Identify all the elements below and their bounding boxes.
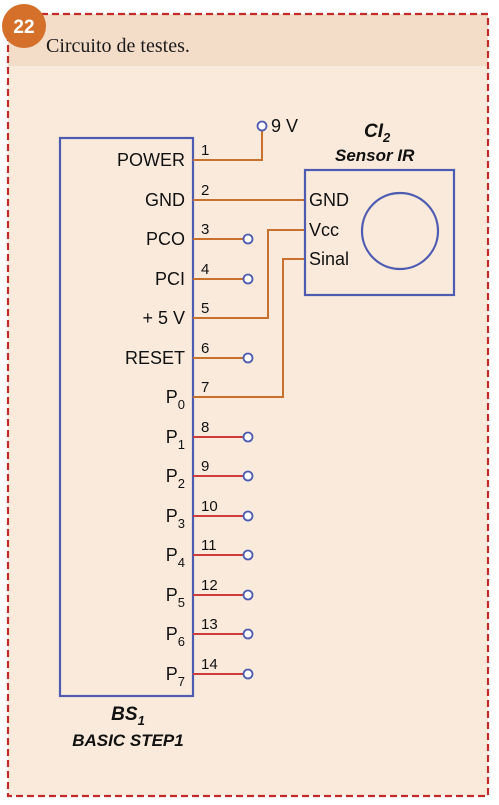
board-pin-number: 12 xyxy=(201,577,218,594)
dashed-frame xyxy=(6,12,490,798)
board-pin-label: + 5 V xyxy=(142,308,185,328)
board-pin-label-sub: 4 xyxy=(178,555,185,570)
board-ref: BS1 xyxy=(111,704,145,728)
board-pin-label-text: + 5 V xyxy=(142,308,185,328)
board-pin-number: 1 xyxy=(201,142,209,159)
pin-terminal xyxy=(242,549,254,561)
board-pin-label-sub: 2 xyxy=(178,476,185,491)
board-pin-label-text: P xyxy=(166,427,178,447)
board-pin-label: P7 xyxy=(166,664,185,689)
sensor-name: Sensor IR xyxy=(335,146,415,165)
sensor-pin-gnd: GND xyxy=(309,190,349,210)
board-pin-label-text: P xyxy=(166,387,178,407)
board-pin-label-sub: 0 xyxy=(178,397,185,412)
pin-terminal xyxy=(242,510,254,522)
figure-number: 22 xyxy=(13,17,34,38)
board-pin-label-text: P xyxy=(166,466,178,486)
supply-label: 9 V xyxy=(271,116,298,136)
board-pin-label: P1 xyxy=(166,427,185,452)
board-pin-number: 5 xyxy=(201,300,209,317)
board-pin-label: POWER xyxy=(117,150,185,170)
board-pin-label: P5 xyxy=(166,585,185,610)
board-pin-label-text: POWER xyxy=(117,150,185,170)
board-pin-number: 7 xyxy=(201,379,209,396)
pin-terminal xyxy=(242,233,254,245)
board-pin-label: PCO xyxy=(146,229,185,249)
board-pin-label: RESET xyxy=(125,348,185,368)
board-pin-number: 9 xyxy=(201,458,209,475)
supply-terminal xyxy=(256,120,268,132)
board-pin-label-sub: 1 xyxy=(178,437,185,452)
sensor-pin-vcc: Vcc xyxy=(309,220,339,240)
board-ref-sub: 1 xyxy=(138,713,145,728)
board-pin-number: 14 xyxy=(201,656,218,673)
board-pin-label-sub: 3 xyxy=(178,516,185,531)
pin-terminal xyxy=(242,668,254,680)
pin-terminal xyxy=(242,628,254,640)
sensor-ref: CI2 xyxy=(364,121,391,145)
board-pin-number: 2 xyxy=(201,182,209,199)
pin-terminal xyxy=(242,431,254,443)
sensor-ref-sub: 2 xyxy=(382,130,391,145)
pin-terminal xyxy=(242,352,254,364)
wire-sinal xyxy=(193,258,305,398)
figure-number-badge xyxy=(2,4,46,48)
sensor-ir-box xyxy=(303,168,456,297)
board-pin-label-sub: 7 xyxy=(178,674,185,689)
sensor-lens xyxy=(360,191,440,271)
board-pin-label-text: PCI xyxy=(155,269,185,289)
board-name: BASIC STEP1 xyxy=(72,731,183,750)
board-pin-number: 4 xyxy=(201,261,209,278)
figure-title: Circuito de testes. xyxy=(46,35,190,57)
pin-terminal xyxy=(242,470,254,482)
board-pin-number: 6 xyxy=(201,340,209,357)
basic-step-board xyxy=(58,136,195,698)
wire-vcc xyxy=(193,229,305,319)
board-pin-label-text: P xyxy=(166,664,178,684)
wire-power-9v xyxy=(193,131,263,161)
board-pin-number: 10 xyxy=(201,498,218,515)
board-pin-label: GND xyxy=(145,190,185,210)
board-pin-label: P3 xyxy=(166,506,185,531)
board-pin-label-text: P xyxy=(166,545,178,565)
pin-terminal xyxy=(242,589,254,601)
title-band xyxy=(8,14,488,66)
board-pin-label: P4 xyxy=(166,545,185,570)
board-pin-number: 8 xyxy=(201,419,209,436)
board-pin-label-text: GND xyxy=(145,190,185,210)
sensor-pin-sinal: Sinal xyxy=(309,249,349,269)
board-ref-text: BS xyxy=(111,704,138,725)
board-pin-label: PCI xyxy=(155,269,185,289)
sensor-ref-text: CI xyxy=(364,121,384,142)
board-pin-label-text: RESET xyxy=(125,348,185,368)
board-pin-label-sub: 6 xyxy=(178,634,185,649)
board-pin-number: 3 xyxy=(201,221,209,238)
pin-terminal xyxy=(242,273,254,285)
board-pin-label: P0 xyxy=(166,387,185,412)
board-pin-label-text: P xyxy=(166,585,178,605)
board-pin-number: 13 xyxy=(201,616,218,633)
board-pin-label-text: P xyxy=(166,506,178,526)
board-pin-label-text: P xyxy=(166,624,178,644)
card-background xyxy=(8,14,488,796)
board-pin-label: P2 xyxy=(166,466,185,491)
board-pin-number: 11 xyxy=(201,537,217,554)
board-pin-label: P6 xyxy=(166,624,185,649)
board-pin-label-sub: 5 xyxy=(178,595,185,610)
board-pin-label-text: PCO xyxy=(146,229,185,249)
